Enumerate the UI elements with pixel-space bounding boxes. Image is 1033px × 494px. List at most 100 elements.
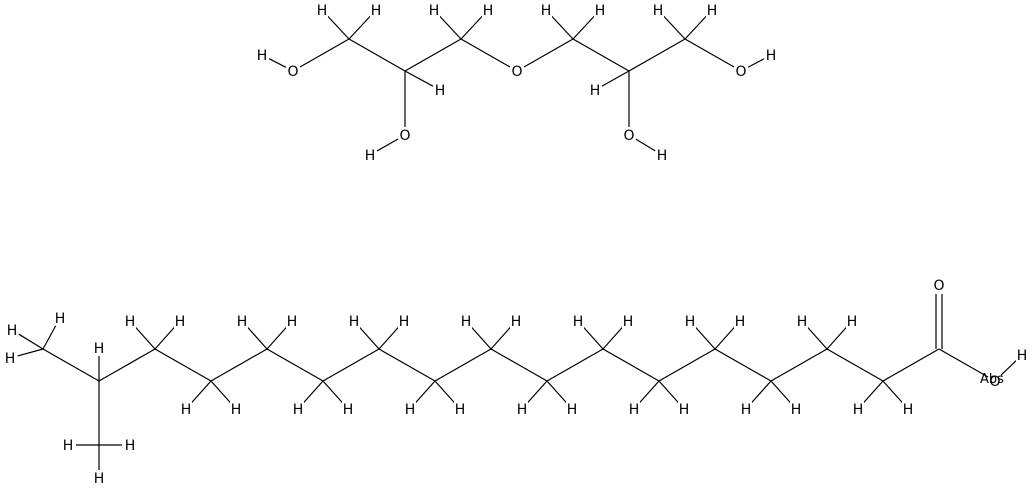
label-backdrop	[516, 401, 528, 417]
bond	[523, 38, 574, 68]
label-backdrop	[623, 127, 635, 143]
bond	[882, 348, 940, 382]
hydrogen-atom-label: H	[365, 148, 376, 164]
bond-h	[684, 15, 707, 40]
hydrogen-atom-label: H	[5, 351, 16, 367]
bond-h	[414, 380, 436, 404]
hydrogen-atom-label: H	[461, 314, 472, 330]
bond-h	[327, 15, 350, 40]
label-backdrop	[399, 127, 411, 143]
label-backdrop	[62, 437, 74, 453]
label-backdrop	[124, 437, 136, 453]
label-backdrop	[342, 401, 354, 417]
hydrogen-atom-label: H	[657, 148, 668, 164]
bond	[658, 348, 716, 382]
hydrogen-atom-label: H	[237, 314, 248, 330]
label-backdrop	[1016, 347, 1028, 363]
bond-h	[17, 348, 44, 357]
hydrogen-atom-label: H	[63, 438, 74, 454]
label-backdrop	[589, 82, 601, 98]
bond	[490, 348, 548, 382]
label-backdrop	[652, 2, 664, 18]
bond-h	[582, 326, 604, 350]
bond-h	[882, 380, 904, 404]
hydrogen-atom-label: H	[231, 402, 242, 418]
bond	[714, 348, 772, 382]
label-backdrop	[740, 401, 752, 417]
label-backdrop	[180, 401, 192, 417]
bond-h	[246, 326, 268, 350]
bond-h	[460, 15, 483, 40]
label-backdrop	[286, 313, 298, 329]
hydrogen-atom-label: H	[429, 3, 440, 19]
hydrogen-atom-label: H	[707, 3, 718, 19]
bond	[348, 38, 406, 72]
bond-h	[714, 326, 736, 350]
label-backdrop	[790, 401, 802, 417]
hydrogen-atom-label: H	[735, 314, 746, 330]
bond-h	[322, 380, 344, 404]
hydrogen-atom-label: H	[125, 314, 136, 330]
bond-h	[210, 380, 232, 404]
label-backdrop	[370, 2, 382, 18]
hydrogen-atom-label: H	[371, 3, 382, 19]
hydrogen-atom-label: H	[653, 3, 664, 19]
hydrogen-atom-label: H	[590, 83, 601, 99]
hydrogen-atom-label: H	[573, 314, 584, 330]
abs-stereo-label: Abs	[980, 372, 1004, 387]
bond-h	[747, 58, 765, 68]
bond	[572, 38, 630, 72]
label-backdrop	[684, 313, 696, 329]
bond-h	[826, 326, 848, 350]
hydrogen-atom-label: H	[55, 311, 66, 327]
label-backdrop	[236, 313, 248, 329]
bond	[546, 348, 604, 382]
label-backdrop	[348, 313, 360, 329]
bond-h	[266, 326, 288, 350]
hydrogen-atom-label: H	[567, 402, 578, 418]
bond-h	[154, 326, 176, 350]
hydrogen-atom-label: H	[343, 402, 354, 418]
label-backdrop	[622, 313, 634, 329]
bond-h	[635, 138, 656, 152]
bond-h	[862, 380, 884, 404]
bond	[628, 38, 686, 72]
label-backdrop	[540, 2, 552, 18]
label-backdrop	[511, 63, 523, 79]
bond	[770, 348, 828, 382]
bond-h	[404, 70, 434, 87]
hydrogen-atom-label: H	[595, 3, 606, 19]
hydrogen-atom-label: H	[903, 402, 914, 418]
oxygen-atom-label: O	[735, 64, 746, 80]
label-backdrop	[852, 401, 864, 417]
hydrogen-atom-label: H	[1017, 348, 1028, 364]
label-backdrop	[460, 313, 472, 329]
bond-h	[302, 380, 324, 404]
label-backdrop	[174, 313, 186, 329]
label-backdrop	[316, 2, 328, 18]
hydrogen-atom-label: H	[853, 402, 864, 418]
oxygen-atom-label: O	[989, 374, 1000, 390]
hydrogen-atom-label: H	[455, 402, 466, 418]
bond-h	[348, 15, 371, 40]
bond-h	[770, 380, 792, 404]
hydrogen-atom-label: H	[517, 402, 528, 418]
bond	[938, 348, 989, 378]
label-backdrop	[734, 313, 746, 329]
label-backdrop	[482, 2, 494, 18]
label-backdrop	[287, 63, 299, 79]
label-backdrop	[510, 313, 522, 329]
label-backdrop	[54, 310, 66, 326]
label-backdrop	[765, 47, 777, 63]
hydrogen-atom-label: H	[94, 341, 105, 357]
bond-h	[572, 15, 595, 40]
hydrogen-atom-label: H	[7, 323, 18, 339]
label-backdrop	[454, 401, 466, 417]
hydrogen-atom-label: H	[623, 314, 634, 330]
bond-h	[268, 58, 287, 68]
bond-h	[694, 326, 716, 350]
hydrogen-atom-label: H	[483, 3, 494, 19]
label-backdrop	[6, 322, 18, 338]
bond	[42, 348, 100, 382]
